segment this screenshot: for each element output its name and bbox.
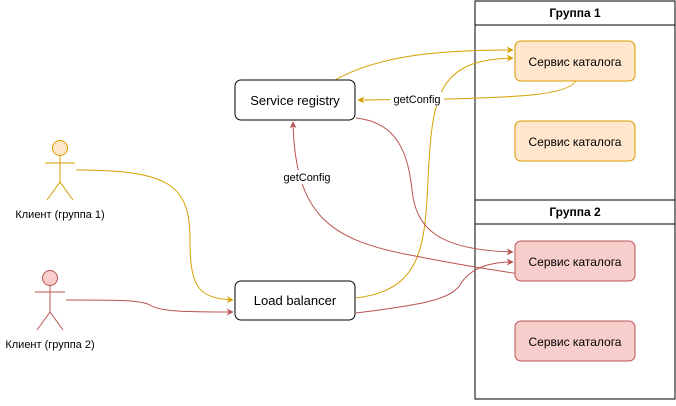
catalog-service-g1-2[interactable]: Сервис каталога (514, 120, 636, 162)
edge-load-balancer-to-catalog-g2 (355, 258, 514, 314)
edge-label-getconfig-g2: getConfig (280, 170, 334, 184)
catalog-service-g1-1-label: Сервис каталога (529, 55, 622, 69)
client-group1-actor-icon (45, 140, 75, 201)
edge-catalog-g1-getconfig (357, 79, 577, 104)
edge-label-getconfig-g2-text: getConfig (283, 172, 330, 184)
edge-client1-to-load-balancer (75, 169, 234, 304)
edge-load-balancer-to-catalog-g1 (355, 54, 514, 299)
client-group2-label: Клиент (группа 2) (5, 339, 94, 351)
catalog-service-g1-1[interactable]: Сервис каталога (514, 40, 636, 82)
catalog-service-g2-2[interactable]: Сервис каталога (514, 320, 636, 362)
catalog-service-g1-2-label: Сервис каталога (529, 135, 622, 149)
edge-label-getconfig-g1-text: getConfig (393, 94, 440, 106)
catalog-service-g2-2-label: Сервис каталога (529, 335, 622, 349)
service-registry-label: Service registry (250, 93, 340, 108)
group-2-container: Группа 2 (474, 199, 676, 400)
service-registry-node[interactable]: Service registry (234, 79, 356, 121)
client-group2-actor-icon (35, 270, 65, 331)
load-balancer-node[interactable]: Load balancer (234, 280, 356, 321)
group-1-container: Группа 1 (474, 0, 676, 201)
catalog-service-g2-1[interactable]: Сервис каталога (514, 240, 636, 282)
client-group1-label: Клиент (группа 1) (15, 209, 104, 221)
edge-registry-to-catalog-g2 (355, 117, 514, 256)
edge-client2-to-load-balancer (65, 299, 234, 316)
edge-registry-to-catalog-g1 (334, 46, 514, 81)
catalog-service-g2-1-label: Сервис каталога (529, 255, 622, 269)
edge-label-getconfig-g1: getConfig (390, 92, 444, 106)
group-2-title: Группа 2 (549, 205, 601, 219)
load-balancer-label: Load balancer (254, 293, 337, 308)
group-1-title: Группа 1 (549, 6, 601, 20)
